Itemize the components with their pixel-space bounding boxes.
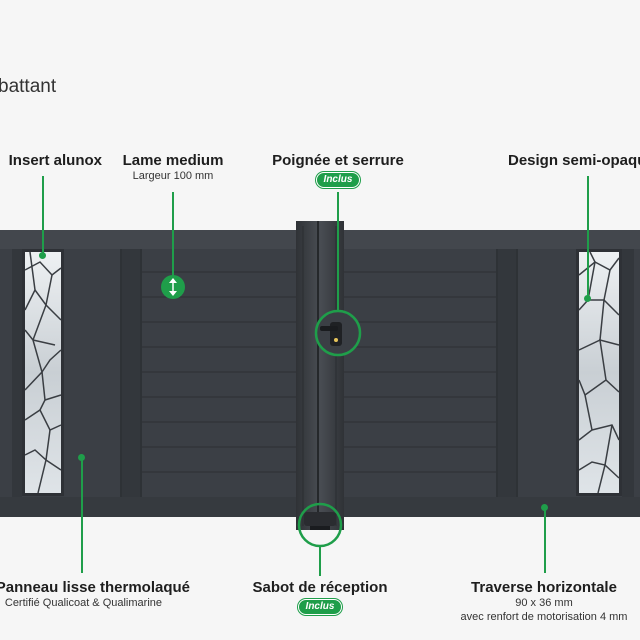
- line-sabot: [319, 546, 321, 576]
- line-poignee: [337, 192, 339, 311]
- line-insert: [42, 176, 44, 256]
- dot-design: [584, 295, 591, 302]
- line-panneau: [81, 458, 83, 573]
- stile-left-1: [12, 249, 22, 497]
- dot-traverse: [541, 504, 548, 511]
- line-traverse: [544, 508, 546, 573]
- traverse-heading: Traverse horizontale: [471, 579, 617, 596]
- dot-insert: [39, 252, 46, 259]
- lame-heading: Lame medium: [122, 152, 224, 169]
- stile-left-2: [120, 249, 142, 497]
- design-heading: Design semi-opaque: [508, 152, 640, 169]
- label-insert-alunox: Insert alunox: [0, 152, 102, 169]
- stile-right-2: [622, 249, 634, 497]
- line-lame: [172, 192, 174, 276]
- dot-panneau: [78, 454, 85, 461]
- label-poignee: Poignée et serrure Inclus: [258, 152, 418, 188]
- sabot-callout: [297, 502, 343, 548]
- poignee-badge: Inclus: [315, 172, 361, 188]
- lame-sub: Largeur 100 mm: [132, 170, 214, 182]
- sabot-badge: Inclus: [297, 599, 343, 615]
- panneau-heading: Panneau lisse thermolaqué: [0, 579, 190, 596]
- page-title: battant: [0, 76, 57, 97]
- traverse-sub1: 90 x 36 mm: [515, 597, 573, 609]
- insert-alunox-panel: [22, 249, 64, 496]
- traverse-sub2: avec renfort de motorisation 4 mm: [460, 611, 628, 623]
- sabot-heading: Sabot de réception: [252, 579, 388, 596]
- panneau-sub: Certifié Qualicoat & Qualimarine: [4, 597, 162, 609]
- slats-right: [344, 271, 496, 473]
- label-panneau: Panneau lisse thermolaqué Certifié Quali…: [0, 579, 190, 610]
- label-lame-medium: Lame medium Largeur 100 mm: [108, 152, 238, 183]
- insert-heading: Insert alunox: [8, 152, 102, 169]
- label-traverse: Traverse horizontale 90 x 36 mm avec ren…: [450, 579, 638, 624]
- label-sabot: Sabot de réception Inclus: [240, 579, 400, 615]
- handle-callout: [314, 309, 362, 357]
- poignee-heading: Poignée et serrure: [272, 152, 404, 169]
- label-design: Design semi-opaque: [508, 152, 640, 169]
- stile-right-1: [496, 249, 518, 497]
- up-down-arrows-icon: [161, 275, 185, 299]
- design-semi-opaque-panel: [576, 249, 622, 496]
- line-design: [587, 176, 589, 296]
